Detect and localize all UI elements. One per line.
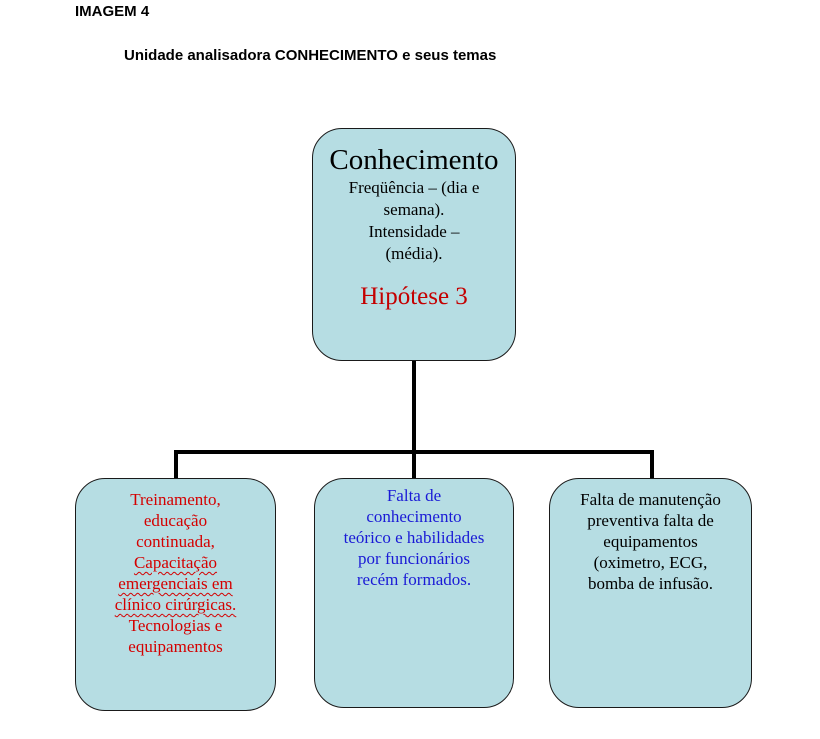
middle-line-5: recém formados. (356, 570, 472, 589)
child-node-falta-manutencao: Falta de manutenção preventiva falta de … (549, 478, 752, 708)
figure-label: IMAGEM 4 (75, 3, 150, 20)
child-node-treinamento: Treinamento, educação continuada, Capaci… (75, 478, 276, 711)
root-line-2: semana). (383, 200, 445, 219)
figure-subtitle: Unidade analisadora CONHECIMENTO e seus … (124, 47, 497, 64)
left-line-3: continuada, (136, 532, 215, 551)
left-line-8: equipamentos (128, 637, 223, 656)
left-line-7: Tecnologias e (128, 616, 223, 635)
left-line-1: Treinamento, (130, 490, 221, 509)
middle-line-4: por funcionários (358, 549, 470, 568)
left-line-2: educação (143, 511, 208, 530)
right-line-2: preventiva falta de (587, 511, 714, 530)
middle-line-2: conhecimento (366, 507, 462, 526)
right-line-1: Falta de manutenção (580, 490, 721, 509)
right-line-3: equipamentos (603, 532, 698, 551)
root-title: Conhecimento (329, 144, 499, 176)
root-line-3: Intensidade – (368, 222, 460, 241)
left-line-4: Capacitação (133, 553, 218, 572)
middle-line-3: teórico e habilidades (343, 528, 485, 547)
child-node-falta-conhecimento: Falta de conhecimento teórico e habilida… (314, 478, 514, 708)
root-node-conhecimento: Conhecimento Freqüência – (dia e semana)… (312, 128, 516, 361)
root-hypothesis: Hipótese 3 (360, 283, 468, 310)
right-line-5: bomba de infusão. (587, 574, 714, 593)
root-line-1: Freqüência – (dia e (348, 178, 480, 197)
middle-line-1: Falta de (386, 486, 442, 505)
left-line-5: emergenciais em (118, 574, 233, 593)
right-line-4: (oximetro, ECG, (593, 553, 708, 572)
root-line-4: (média). (385, 244, 443, 263)
left-line-6: clínico cirúrgicas. (114, 595, 237, 614)
